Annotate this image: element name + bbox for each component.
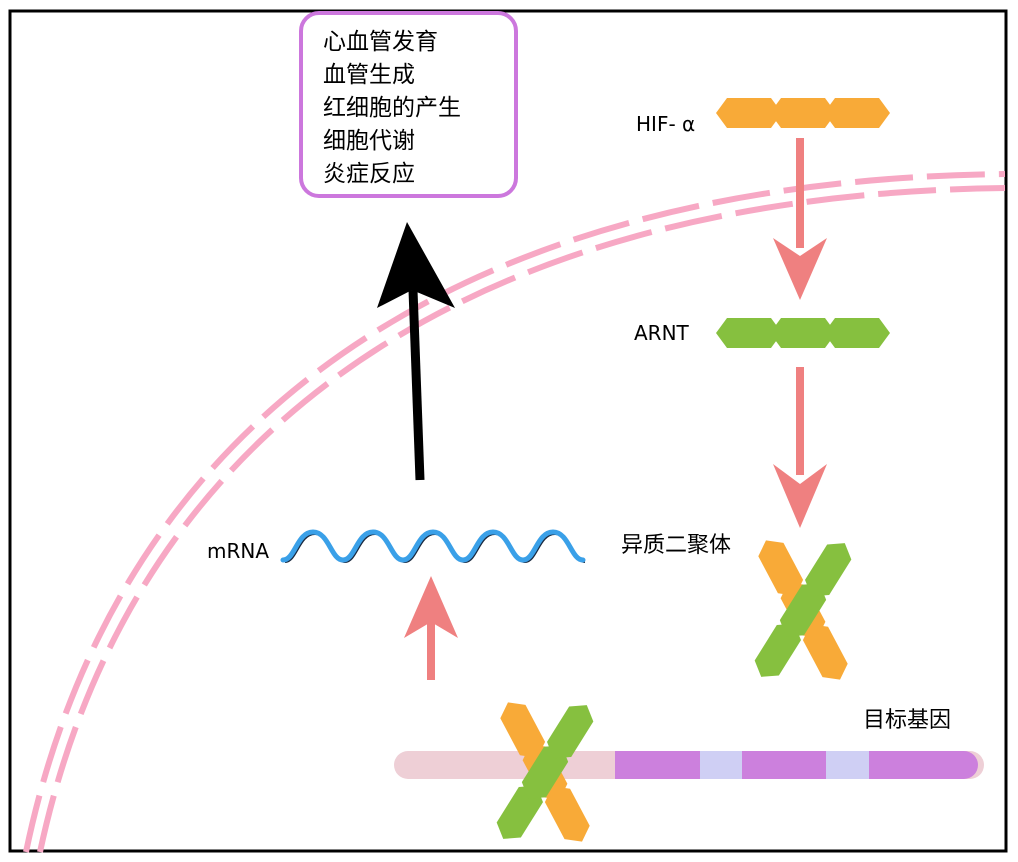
arnt-label: ARNT [634, 321, 690, 345]
arrow-head [773, 238, 827, 300]
target-gene-bar [394, 751, 984, 779]
gene-to-mrna-arrow [404, 576, 458, 680]
arnt-to-dimer-arrow [773, 367, 827, 528]
arrow-head [404, 576, 458, 638]
arnt-segment [824, 318, 890, 348]
mrna-strand [280, 529, 586, 564]
gene-exon [742, 751, 826, 779]
outcome-item: 炎症反应 [323, 161, 415, 187]
output-arrow-head [377, 222, 455, 308]
nuclear-membrane [23, 171, 1006, 853]
hif-segment [824, 98, 890, 128]
gene-exon [869, 751, 978, 779]
outcome-item: 细胞代谢 [323, 128, 415, 154]
heterodimer-complex [749, 533, 857, 687]
hif-alpha-protein [716, 98, 890, 128]
mrna-label: mRNA [207, 539, 269, 563]
outcome-item: 红细胞的产生 [323, 95, 461, 121]
arrow-head [773, 464, 827, 528]
membrane-outer-line [23, 171, 1006, 853]
gene-exon [615, 751, 700, 779]
arnt-protein [716, 318, 890, 348]
outcome-item: 心血管发育 [323, 29, 438, 55]
arrow-shaft [427, 620, 435, 680]
output-arrow-shaft [408, 289, 425, 481]
hif-to-arnt-arrow [773, 138, 827, 300]
arrow-shaft [796, 138, 804, 248]
outcomes-box [299, 11, 518, 198]
gene-intron [700, 751, 742, 779]
heterodimer-label: 异质二聚体 [621, 533, 731, 558]
outcome-item: 血管生成 [323, 62, 415, 88]
membrane-inner-line [37, 185, 1006, 853]
mrna-backbone [280, 529, 586, 563]
gene-intron [826, 751, 869, 779]
hif-label: HIF- α [636, 112, 695, 136]
target-gene-label: 目标基因 [863, 708, 951, 733]
arrow-shaft [796, 367, 804, 475]
output-arrow [377, 222, 455, 481]
frame-border [8, 9, 1008, 853]
